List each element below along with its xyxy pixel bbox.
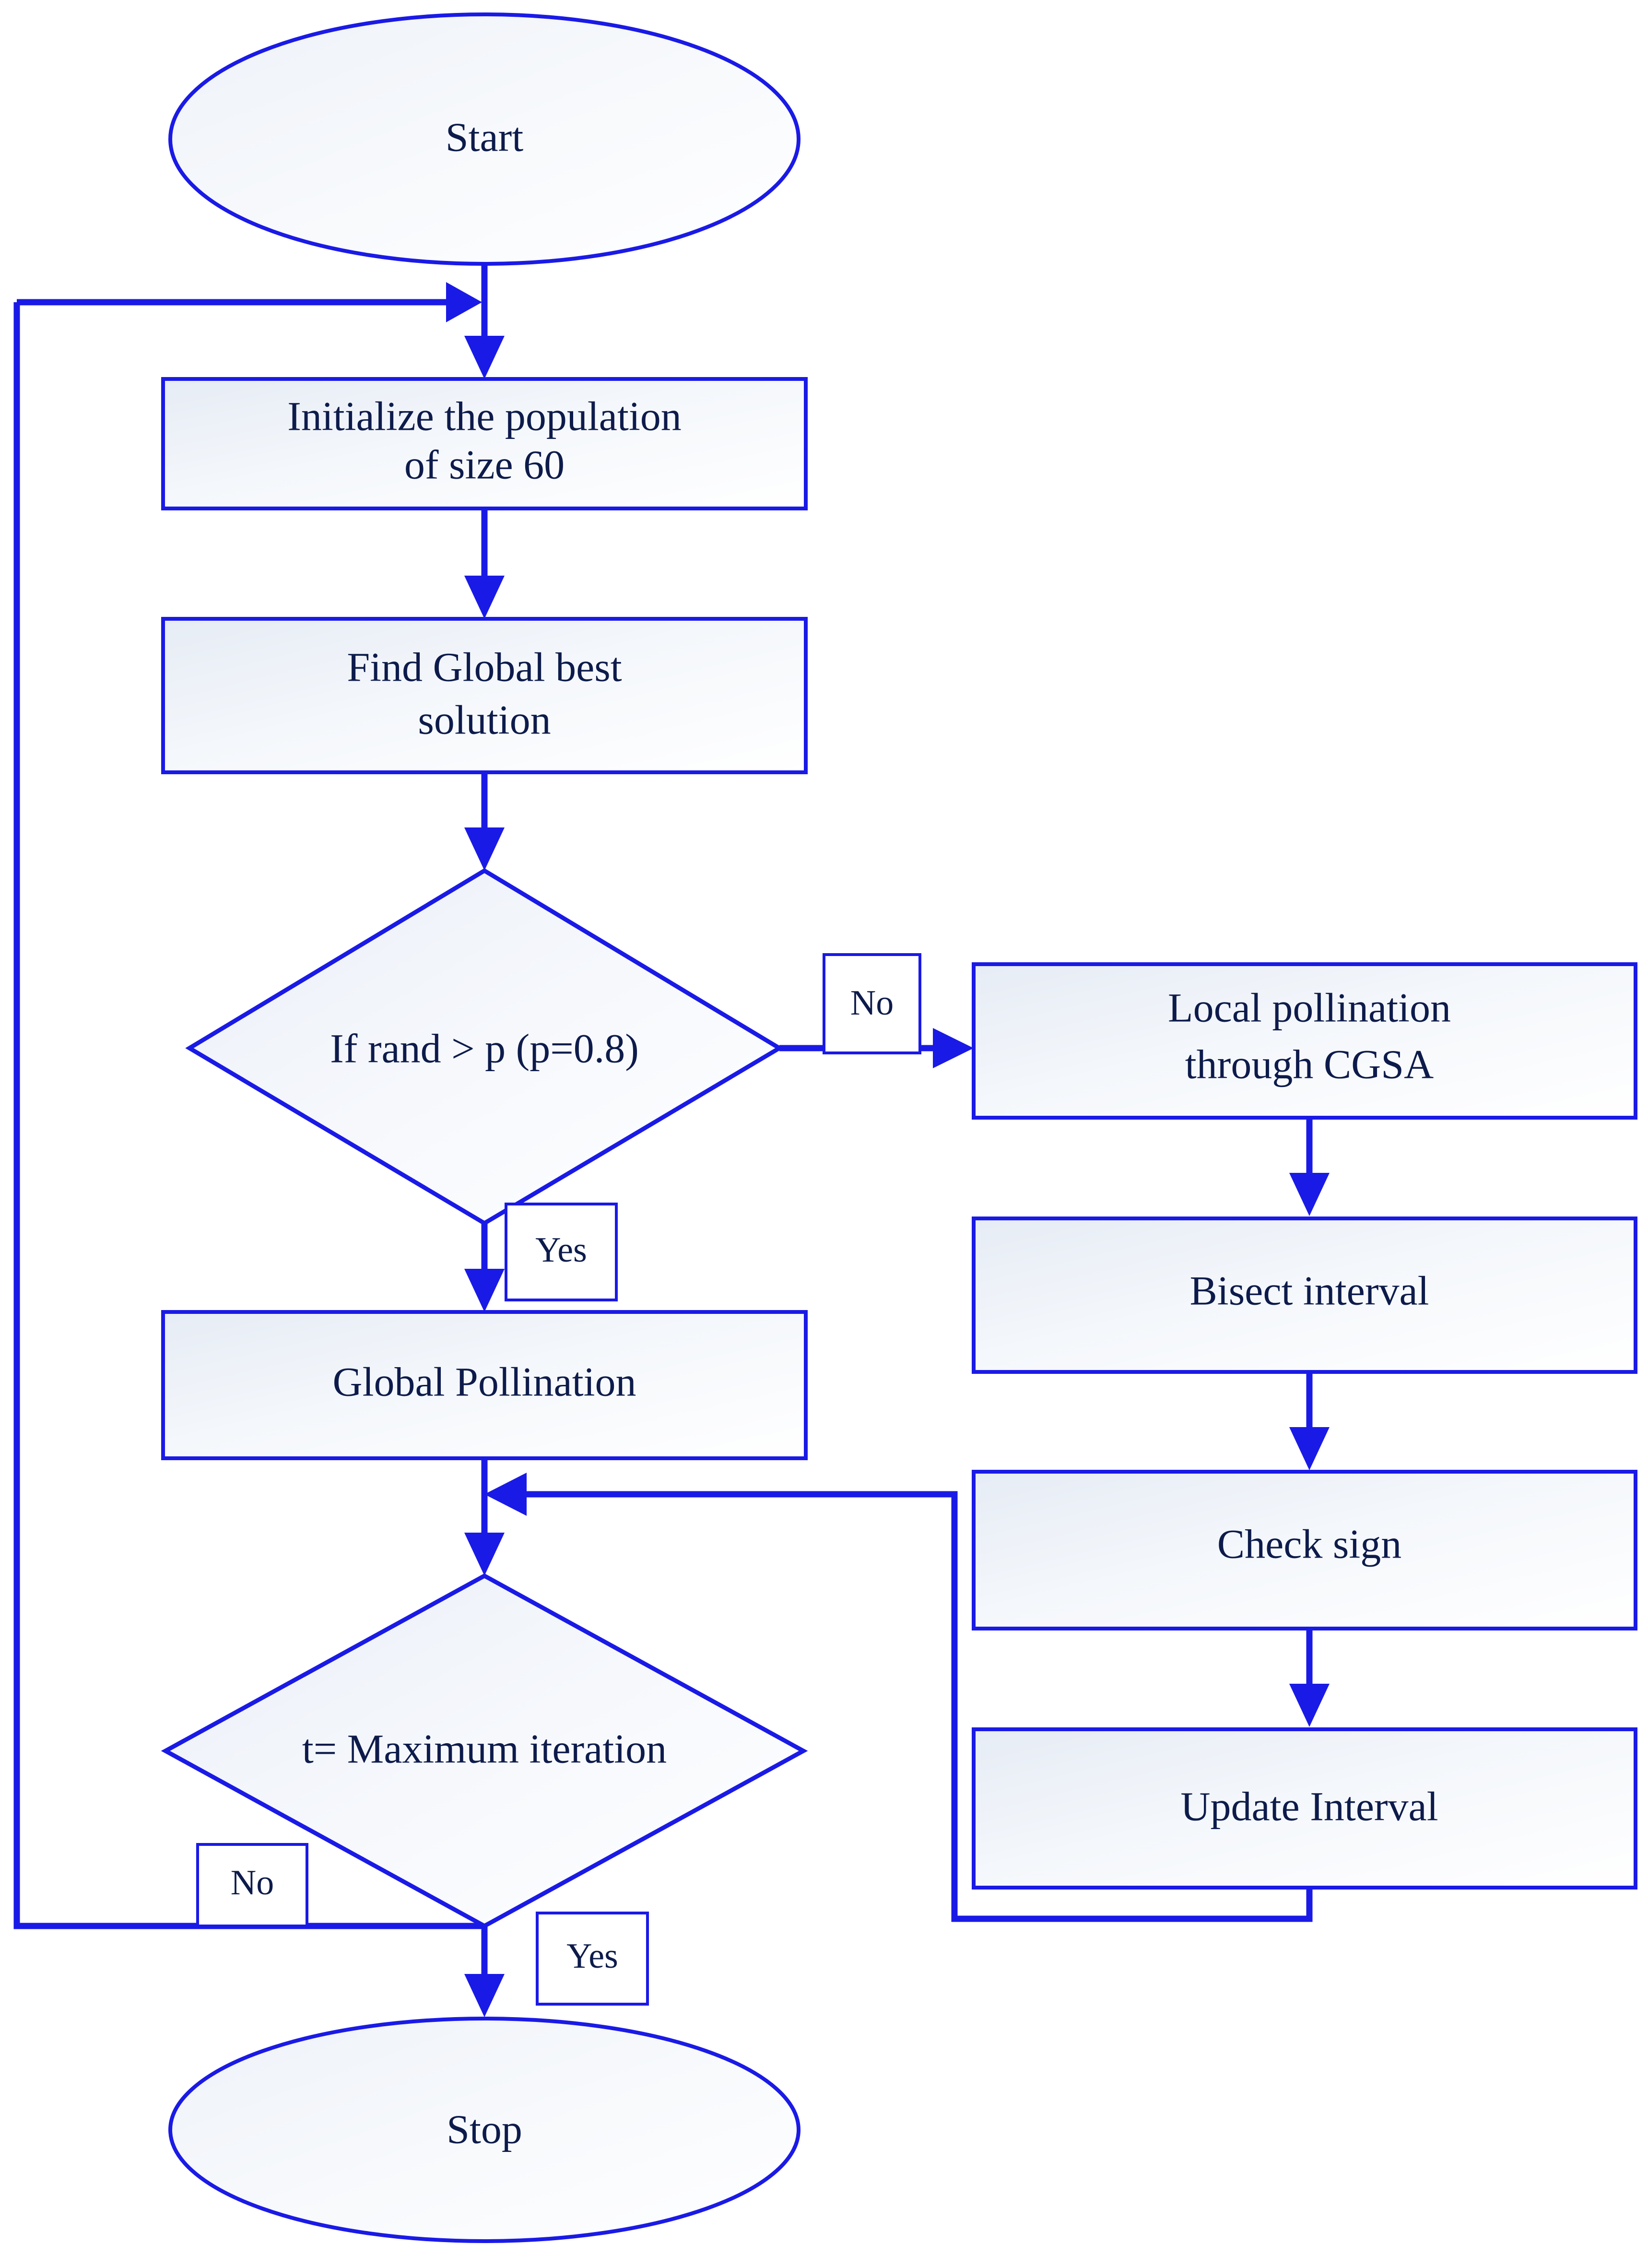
decision-rand-diamond-shape [185,868,784,1226]
edge-label-rand-no: No [823,953,921,1054]
rand-no-label-box [823,953,921,1054]
localpollination-rect-shape [972,962,1637,1120]
edge-label-iteration-no: No [196,1843,308,1927]
node-update-interval[interactable]: Update Interval [972,1727,1637,1890]
rand-no-label-text: No [850,983,894,1023]
connector-findglobal-to-decision [464,772,505,871]
initialize-label-line1: Initialize the population [287,393,682,439]
checksign-rect-shape [972,1470,1637,1630]
bisect-rect-shape [972,1217,1637,1374]
start-ellipse-shape [168,12,800,266]
findglobal-label-line1: Find Global best [347,644,622,690]
connector-decisioniteration-yes-to-stop [464,1926,505,2017]
connector-decisioniteration-no-loop [13,302,484,1929]
connector-decision-yes-to-globalpollination [464,1223,505,1312]
bisect-label: Bisect interval [1189,1268,1429,1314]
initialize-rect-shape [161,377,808,510]
connector-initialize-to-findglobal [464,508,505,619]
connector-bisect-to-checksign [1289,1372,1330,1470]
localpollination-label-line1: Local pollination [1168,985,1451,1031]
node-find-global-best[interactable]: Find Global best solution [161,617,808,774]
rand-yes-label-text: Yes [535,1230,587,1270]
connector-globalpollination-to-decisioniteration [464,1458,505,1576]
iteration-yes-label-text: Yes [566,1937,618,1976]
node-stop[interactable]: Stop [168,2017,800,2243]
iteration-no-label-text: No [231,1863,274,1902]
edge-label-rand-yes: Yes [505,1203,618,1301]
node-start[interactable]: Start [168,12,800,266]
globalpollination-rect-shape [161,1310,808,1460]
rand-yes-label-box [505,1203,618,1301]
findglobal-label-line2: solution [418,697,551,743]
connector-checksign-to-updateinterval [1289,1629,1330,1727]
node-bisect-interval[interactable]: Bisect interval [972,1217,1637,1374]
node-initialize-population[interactable]: Initialize the population of size 60 [161,377,808,510]
decision-iteration-diamond-shape [161,1573,808,1929]
checksign-label: Check sign [1217,1521,1402,1567]
node-decision-rand[interactable]: If rand > p (p=0.8) [185,868,784,1226]
stop-ellipse-shape [168,2017,800,2243]
edge-label-iteration-yes: Yes [536,1912,649,2006]
iteration-yes-label-box [536,1912,649,2006]
connector-loop-return-top [17,282,482,322]
globalpollination-label: Global Pollination [332,1359,636,1405]
node-local-pollination[interactable]: Local pollination through CGSA [972,962,1637,1120]
updateinterval-label: Update Interval [1180,1784,1438,1830]
start-label: Start [446,114,524,160]
connector-updateinterval-return [484,1473,1313,1922]
iteration-no-label-box [196,1843,308,1927]
connector-localpollination-to-bisect [1289,1118,1330,1216]
decision-rand-label: If rand > p (p=0.8) [330,1026,639,1072]
updateinterval-rect-shape [972,1727,1637,1890]
localpollination-label-line2: through CGSA [1185,1041,1434,1087]
initialize-label-line2: of size 60 [404,442,565,488]
decision-iteration-label: t= Maximum iteration [302,1726,667,1772]
findglobal-rect-shape [161,617,808,774]
node-global-pollination[interactable]: Global Pollination [161,1310,808,1460]
stop-label: Stop [447,2106,522,2152]
node-check-sign[interactable]: Check sign [972,1470,1637,1630]
node-decision-iteration[interactable]: t= Maximum iteration [161,1573,808,1929]
